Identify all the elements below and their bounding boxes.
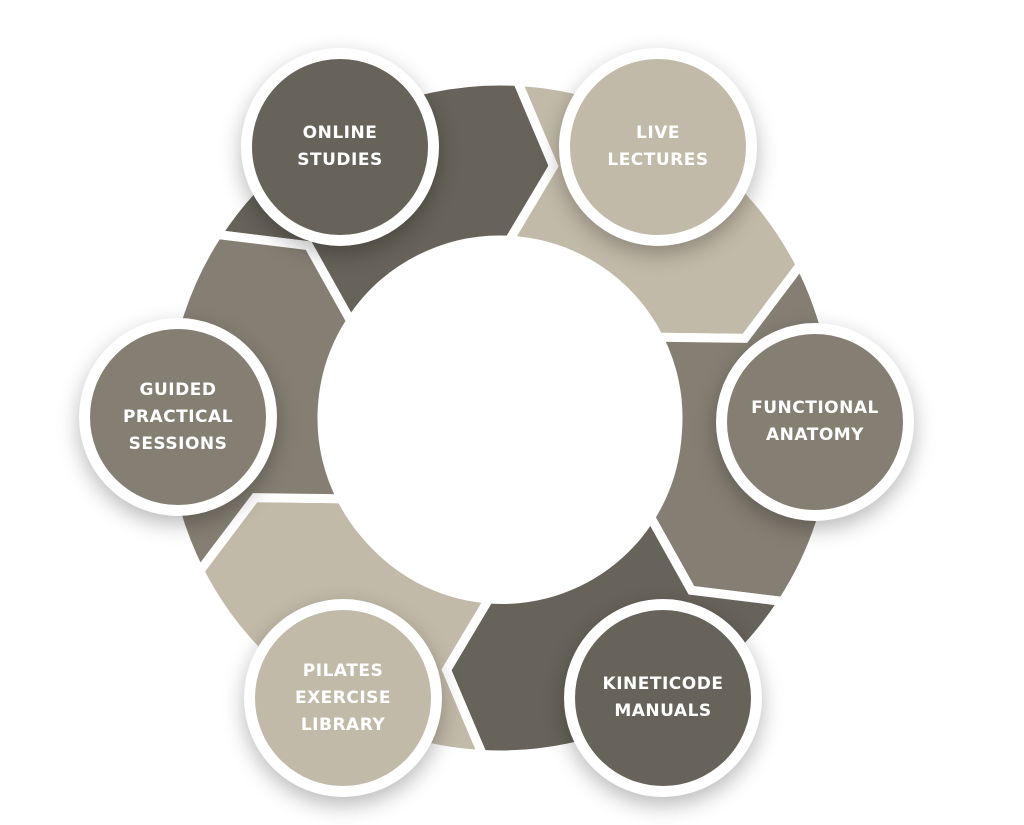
- node-label: GUIDED PRACTICAL SESSIONS: [122, 379, 234, 454]
- node-label: FUNCTIONAL ANATOMY: [751, 398, 879, 445]
- node-live-lectures: LIVE LECTURES: [559, 48, 757, 246]
- node-label: LIVE LECTURES: [607, 123, 709, 170]
- node-pilates-exercise-library: PILATES EXERCISE LIBRARY: [244, 599, 442, 797]
- node-online-studies: ONLINE STUDIES: [241, 48, 439, 246]
- node-guided-practical-sessions: GUIDED PRACTICAL SESSIONS: [79, 318, 277, 516]
- node-label: PILATES EXERCISE LIBRARY: [294, 660, 392, 735]
- node-label: ONLINE STUDIES: [297, 123, 383, 170]
- center-hole: [322, 244, 682, 604]
- node-functional-anatomy: FUNCTIONAL ANATOMY: [716, 323, 914, 521]
- node-kineticode-manuals: KINETICODE MANUALS: [564, 599, 762, 797]
- node-label: KINETICODE MANUALS: [602, 674, 724, 721]
